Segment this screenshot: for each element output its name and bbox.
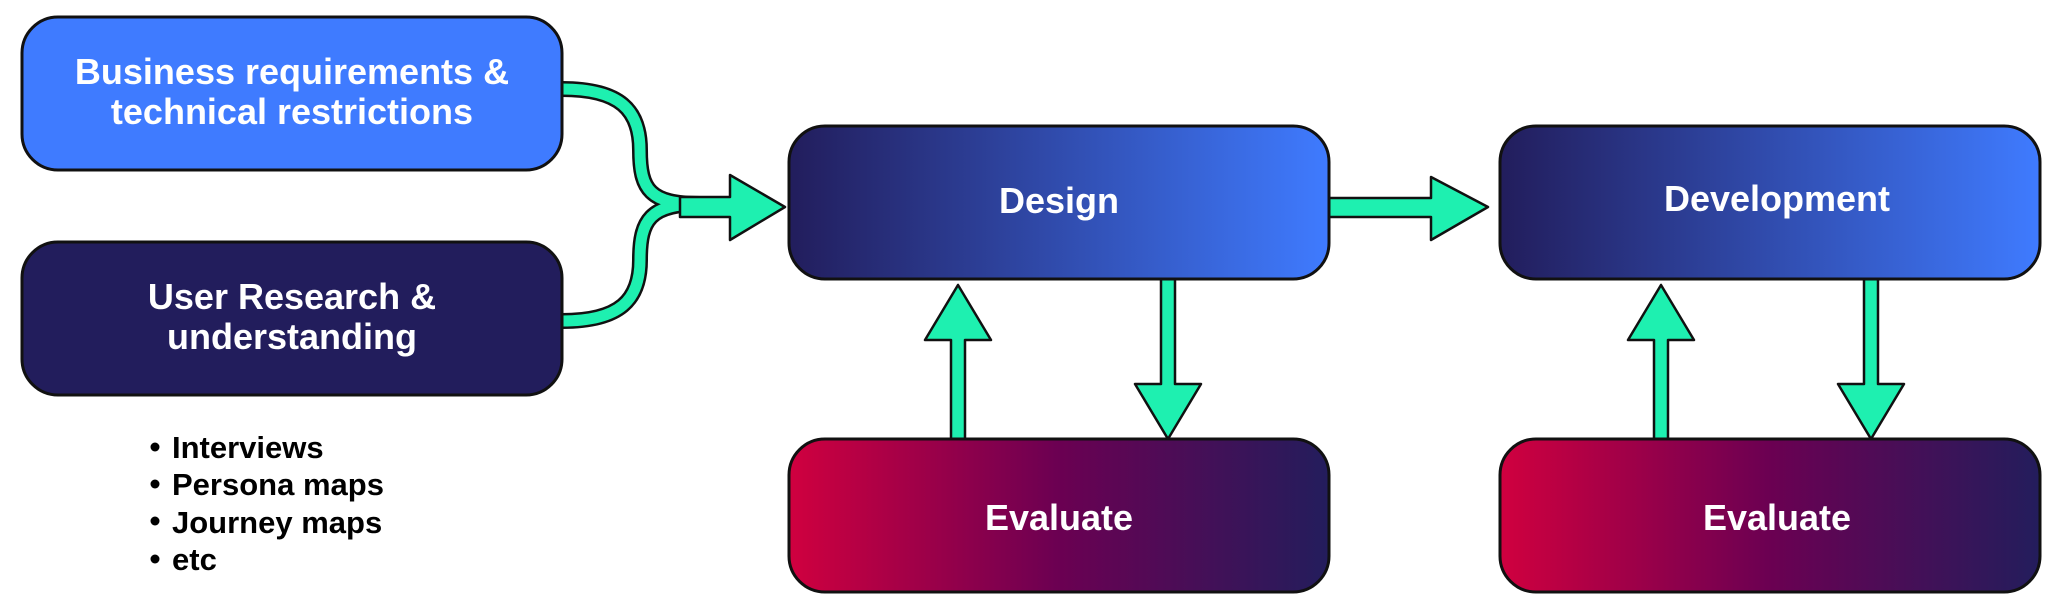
list-item: etc <box>150 542 217 577</box>
evaluate-development-box: Evaluate <box>1498 437 2042 594</box>
evaluate-design-label: Evaluate <box>985 497 1133 538</box>
list-item-label: etc <box>172 542 217 577</box>
arrow-design-to-development <box>1327 175 1490 242</box>
list-item-label: Persona maps <box>172 467 384 502</box>
development-box: Development <box>1498 124 2042 281</box>
evaluate-design-box: Evaluate <box>787 437 1331 594</box>
arrow-evaluate-to-development <box>1626 283 1696 441</box>
bullet-dot <box>150 554 160 564</box>
design-box: Design <box>787 124 1331 281</box>
business-requirements-line-1: Business requirements & <box>75 51 509 92</box>
user-research-line-2: understanding <box>167 316 417 357</box>
arrow-design-to-evaluate <box>1133 274 1203 441</box>
user-research-line-1: User Research & <box>148 276 436 317</box>
list-item: Persona maps <box>150 467 384 502</box>
arrow-development-to-evaluate <box>1836 274 1906 441</box>
bullet-dot <box>150 516 160 526</box>
evaluate-development-label: Evaluate <box>1703 497 1851 538</box>
business-requirements-line-2: technical restrictions <box>111 91 473 132</box>
user-research-box: User Research & understanding <box>20 240 564 397</box>
bullet-dot <box>150 479 160 489</box>
merge-connector <box>561 81 701 329</box>
arrow-evaluate-to-design <box>923 283 993 441</box>
connectors <box>561 81 1906 441</box>
research-methods-list: Interviews Persona maps Journey maps etc <box>150 430 384 577</box>
list-item: Journey maps <box>150 505 382 540</box>
design-label: Design <box>999 180 1119 221</box>
business-requirements-box: Business requirements & technical restri… <box>20 15 564 172</box>
arrow-to-design <box>678 173 787 242</box>
bullet-dot <box>150 442 160 452</box>
list-item: Interviews <box>150 430 324 465</box>
list-item-label: Journey maps <box>172 505 382 540</box>
list-item-label: Interviews <box>172 430 324 465</box>
development-label: Development <box>1664 178 1890 219</box>
